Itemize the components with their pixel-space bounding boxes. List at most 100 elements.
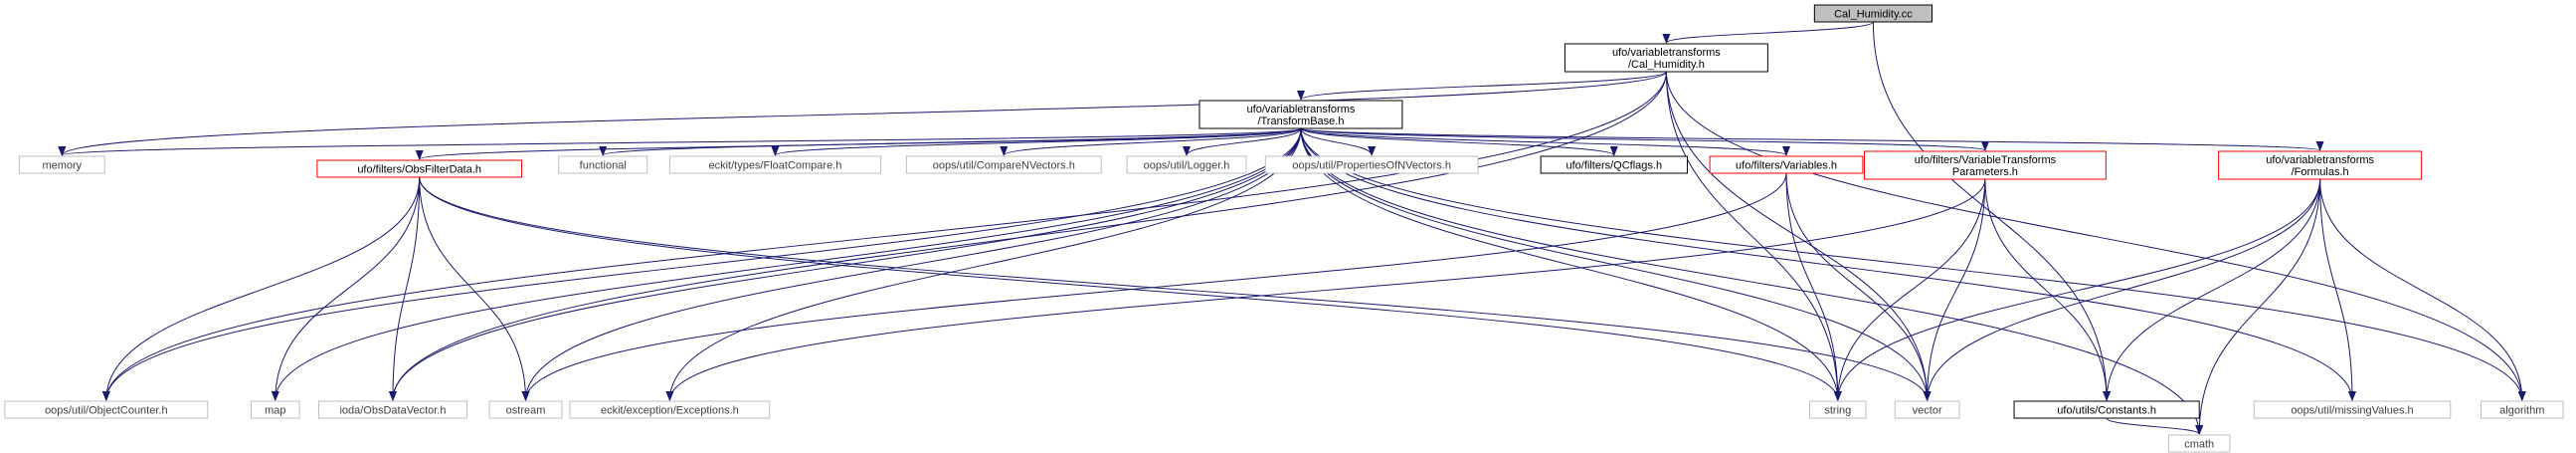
- edge-transformbase_h-to-map: [271, 127, 1302, 401]
- node-box: [2480, 400, 2564, 419]
- edge-transformbase_h-to-missingvalues_h: [1300, 127, 2356, 401]
- node-label: ufo/variabletransforms: [1612, 47, 1721, 59]
- node-qcflags-h[interactable]: ufo/filters/QCflags.h: [1540, 155, 1688, 174]
- node-box: [2253, 400, 2452, 419]
- edge-obsfilterdata_h-to-objectcounter_h: [101, 176, 421, 401]
- node-vt-parameters-h[interactable]: ufo/filters/VariableTransformsParameters…: [1864, 150, 2107, 180]
- node-box: [1126, 155, 1247, 174]
- edge-cal_humidity_h-to-memory: [58, 71, 1667, 156]
- edge-formulas_h-to-constants_h: [2103, 178, 2321, 401]
- node-label: eckit/types/FloatCompare.h: [708, 160, 841, 172]
- edge-formulas_h-to-missingvalues_h: [2319, 178, 2356, 401]
- edge-transformbase_h-to-ostream: [521, 127, 1302, 401]
- node-label: oops/util/PropertiesOfNVectors.h: [1292, 160, 1451, 172]
- edge-obsfilterdata_h-to-map: [271, 176, 421, 401]
- node-vector: vector: [1894, 400, 1960, 419]
- edge-transformbase_h-to-floatcompare_h: [771, 127, 1302, 156]
- node-box: [1709, 155, 1864, 174]
- edge-obsfilterdata_h-to-string: [419, 176, 1842, 401]
- edge-transformbase_h-to-logger_h: [1183, 127, 1302, 156]
- node-constants-h[interactable]: ufo/utils/Constants.h: [2013, 400, 2200, 419]
- node-label: Parameters.h: [1952, 166, 2018, 178]
- node-box: [251, 400, 300, 419]
- edge-transformbase_h-to-vt_parameters_h: [1300, 127, 1989, 151]
- node-variables-h[interactable]: ufo/filters/Variables.h: [1709, 155, 1864, 174]
- node-logger-h: oops/util/Logger.h: [1126, 155, 1247, 174]
- node-label: string: [1824, 405, 1851, 417]
- node-label: ufo/filters/Variables.h: [1736, 160, 1837, 172]
- edge-obsfilterdata_h-to-obsdatavector_h: [388, 176, 421, 401]
- node-label: cmath: [2184, 439, 2214, 451]
- edge-vt_parameters_h-to-string: [1833, 178, 1986, 401]
- edge-cal_humidity_h-to-vector: [1665, 71, 1932, 401]
- edge-formulas_h-to-string: [1833, 178, 2321, 401]
- node-box: [4, 400, 209, 419]
- edge-variables_h-to-ostream: [521, 172, 1787, 401]
- edge-obsfilterdata_h-to-ostream: [419, 176, 530, 401]
- node-box: [905, 155, 1102, 174]
- edge-vt_parameters_h-to-exceptions_h: [665, 178, 1986, 401]
- node-label: functional: [580, 160, 627, 172]
- edge-formulas_h-to-vector: [1923, 178, 2321, 401]
- edge-transformbase_h-to-propertiesofnvectors_h: [1300, 127, 1377, 156]
- node-label: /Cal_Humidity.h: [1628, 59, 1705, 71]
- edge-vt_parameters_h-to-vector: [1923, 178, 1986, 401]
- node-obsfilterdata-h[interactable]: ufo/filters/ObsFilterData.h: [316, 159, 522, 178]
- node-box: [1198, 100, 1403, 129]
- node-transformbase-h[interactable]: ufo/variabletransforms/TransformBase.h: [1198, 100, 1403, 129]
- node-label: ufo/filters/VariableTransforms: [1915, 154, 2057, 166]
- node-algorithm: algorithm: [2480, 400, 2564, 419]
- edge-formulas_h-to-cmath: [2195, 178, 2321, 435]
- node-label: oops/util/missingValues.h: [2291, 405, 2413, 417]
- node-cmath: cmath: [2167, 434, 2231, 453]
- node-label: algorithm: [2499, 405, 2544, 417]
- node-label: oops/util/ObjectCounter.h: [45, 405, 168, 417]
- node-box: [2013, 400, 2200, 419]
- node-comparenvectors-h: oops/util/CompareNVectors.h: [905, 155, 1102, 174]
- edge-transformbase_h-to-comparenvectors_h: [1000, 127, 1302, 156]
- edge-formulas_h-to-algorithm: [2319, 178, 2526, 401]
- node-label: ufo/filters/ObsFilterData.h: [357, 164, 481, 176]
- edge-transformbase_h-to-string: [1300, 127, 1842, 401]
- edge-variables_h-to-string: [1785, 172, 1842, 401]
- edge-cal_humidity_cc-to-constants_h: [1872, 21, 2112, 401]
- node-box: [1894, 400, 1960, 419]
- node-label: ioda/ObsDataVector.h: [339, 405, 446, 417]
- edge-cal_humidity_h-to-algorithm: [1665, 71, 2526, 401]
- edge-transformbase_h-to-qcflags_h: [1300, 127, 1618, 156]
- node-box: [18, 155, 105, 174]
- nodes-layer: Cal_Humidity.cc ufo/variabletransforms/Ca…: [4, 4, 2564, 453]
- edge-transformbase_h-to-algorithm: [1300, 127, 2526, 401]
- edge-cal_humidity_h-to-objectcounter_h: [101, 71, 1667, 401]
- node-box: [1264, 155, 1479, 174]
- node-box: [1813, 4, 1933, 23]
- edge-transformbase_h-to-formulas_h: [1300, 127, 2323, 151]
- edges-layer: [58, 21, 2526, 435]
- node-formulas-h[interactable]: ufo/variabletransforms/Formulas.h: [2218, 150, 2423, 180]
- edge-cal_humidity_cc-to-cal_humidity_h: [1662, 21, 1874, 44]
- node-label: /TransformBase.h: [1257, 115, 1344, 127]
- node-map: map: [251, 400, 300, 419]
- edge-obsfilterdata_h-to-vector: [419, 176, 1932, 401]
- node-box: [668, 155, 881, 174]
- node-box: [558, 155, 648, 174]
- node-label: memory: [42, 160, 82, 172]
- node-label: /Formulas.h: [2292, 166, 2349, 178]
- node-string: string: [1808, 400, 1867, 419]
- node-box: [1564, 43, 1768, 73]
- edge-variables_h-to-vector: [1785, 172, 1932, 401]
- edge-constants_h-to-cmath: [2106, 417, 2204, 435]
- node-cal-humidity-cc[interactable]: Cal_Humidity.cc: [1813, 4, 1933, 23]
- node-obsdatavector-h: ioda/ObsDataVector.h: [318, 400, 467, 419]
- node-ostream: ostream: [488, 400, 563, 419]
- node-box: [2218, 150, 2423, 180]
- node-propertiesofnvectors-h: oops/util/PropertiesOfNVectors.h: [1264, 155, 1479, 174]
- node-label: ufo/filters/QCflags.h: [1566, 160, 1663, 172]
- node-box: [1808, 400, 1867, 419]
- node-functional: functional: [558, 155, 648, 174]
- node-exceptions-h: eckit/exception/Exceptions.h: [569, 400, 771, 419]
- node-label: ostream: [506, 405, 546, 417]
- node-label: ufo/variabletransforms: [2266, 154, 2374, 166]
- node-cal-humidity-h[interactable]: ufo/variabletransforms/Cal_Humidity.h: [1564, 43, 1768, 73]
